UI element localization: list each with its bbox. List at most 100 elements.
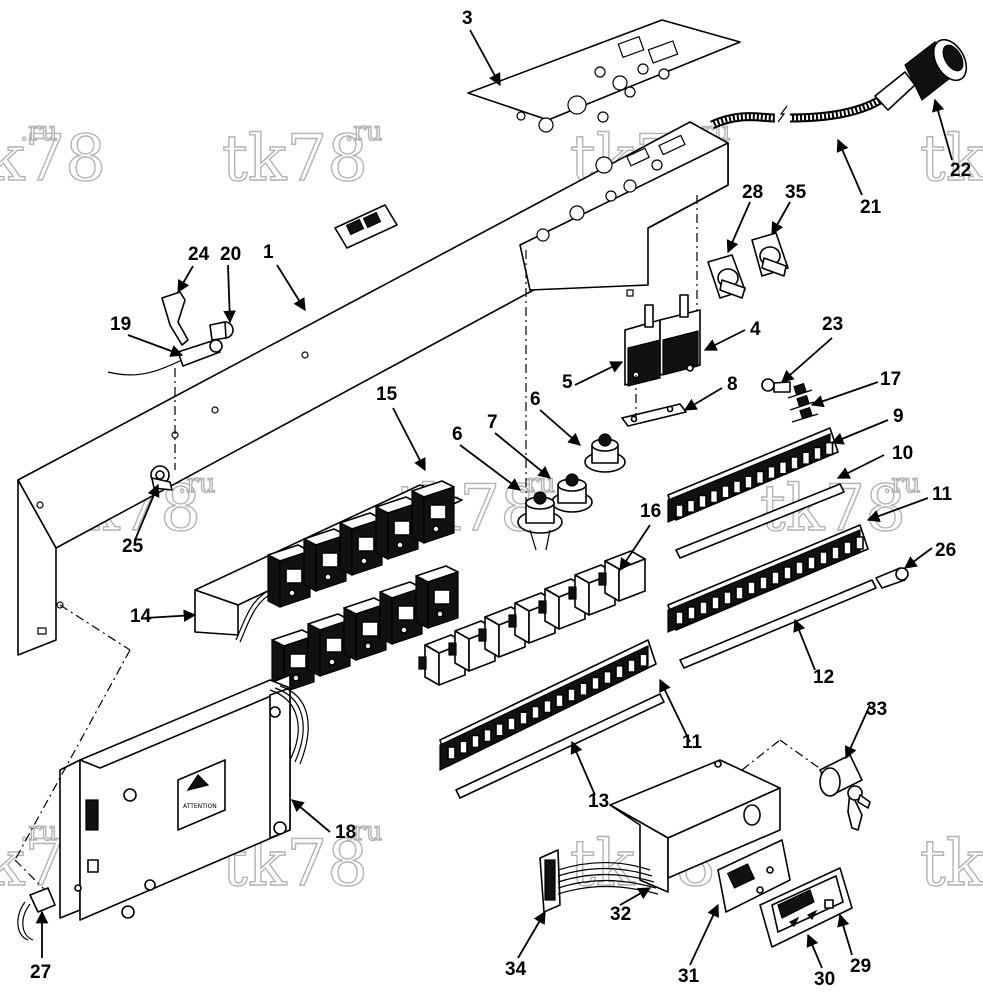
watermark-main: tk78 [920, 827, 983, 901]
part-24-bracket [161, 291, 189, 346]
terminal-screw [459, 740, 468, 755]
terminal-screw [615, 664, 624, 679]
callout-6-left: 6 [452, 424, 463, 445]
leader-arrow [539, 409, 581, 446]
terminal-screw [778, 460, 788, 475]
part-6-7-fuse-bases [517, 433, 626, 551]
callout-30: 30 [814, 969, 835, 990]
terminal-screw [507, 717, 516, 731]
leader-arrow [932, 98, 953, 161]
terminal-screw [579, 682, 588, 697]
leader-arrow [844, 704, 871, 760]
terminal-screw [471, 734, 480, 749]
callout-35: 35 [785, 182, 807, 203]
terminal-screw [807, 556, 816, 570]
part-31-display-pcb [717, 839, 791, 913]
callout-22: 22 [950, 160, 971, 181]
leader-arrow [144, 609, 197, 622]
watermark-suffix: .ru [883, 469, 920, 499]
relay [303, 528, 347, 592]
warning-label-title: ATTENTION [183, 803, 217, 810]
leader-arrow [459, 444, 522, 491]
terminal-screw [675, 504, 684, 518]
leader-arrow [793, 618, 816, 671]
part-3-cover-plate [467, 19, 741, 133]
terminal-screw [591, 676, 600, 691]
relay [339, 512, 383, 576]
callout-10: 10 [892, 443, 913, 464]
leader-arrow [291, 799, 331, 833]
terminal-screw [721, 484, 730, 499]
terminal-screw [801, 451, 811, 466]
callout-13: 13 [588, 791, 609, 812]
leader-arrow [866, 497, 929, 523]
callout-4: 4 [750, 319, 761, 340]
watermark-suffix: .ru [345, 117, 382, 147]
callout-1: 1 [263, 242, 274, 263]
relay [375, 496, 419, 560]
leader-arrow [703, 329, 746, 351]
watermark-main: tk78 [760, 472, 906, 546]
relay [267, 544, 311, 608]
terminal-screw [698, 494, 707, 509]
part-decal [334, 204, 398, 249]
callout-20: 20 [220, 244, 241, 265]
callout-24: 24 [188, 244, 210, 265]
terminal-screw [819, 551, 828, 565]
part-35-switch [751, 232, 789, 277]
callout-3: 3 [462, 8, 473, 29]
terminal-screw [783, 566, 792, 580]
callout-5: 5 [562, 372, 573, 393]
watermark-suffix: .ru [20, 117, 57, 147]
part-27-connector [17, 887, 56, 941]
watermark-main: tk78 [0, 122, 106, 196]
leader-arrow [837, 913, 853, 956]
terminal-screw [495, 722, 504, 737]
relay [411, 480, 455, 544]
terminal-screw [767, 465, 776, 480]
terminal-screw [855, 536, 864, 550]
terminal-screw [519, 711, 528, 726]
leader-arrow [810, 381, 879, 408]
leader-arrow [836, 454, 885, 479]
leader-arrow [134, 483, 160, 541]
leader-arrow [683, 387, 723, 411]
watermark-main: tk78 [222, 827, 368, 901]
part-17-resistors [787, 382, 819, 423]
callout-11-left: 11 [682, 732, 703, 753]
part-23-fuse-holder [761, 378, 791, 393]
assembly-lines [14, 195, 823, 891]
part-16-relays [418, 550, 646, 686]
callout-28: 28 [742, 182, 763, 203]
leader-arrow [903, 547, 933, 569]
part-1-main-panel [17, 121, 729, 656]
terminal-screw [686, 499, 696, 514]
watermark-suffix: .ru [20, 817, 57, 847]
terminal-screw [675, 611, 684, 625]
callout-12: 12 [813, 667, 834, 688]
part-21-cable-harness [710, 96, 883, 130]
callout-33: 33 [866, 699, 887, 720]
part-33-key-switch [819, 754, 871, 831]
leader-arrow [806, 933, 823, 969]
terminal-screw [639, 653, 648, 668]
terminal-screw [755, 470, 765, 485]
part-29-30-display-bezel [759, 867, 853, 948]
watermark-main: tk78 [920, 122, 983, 196]
callout-27: 27 [30, 962, 51, 983]
terminal-screw [447, 746, 456, 760]
terminal-screw [543, 699, 552, 714]
terminal-screw [843, 541, 852, 555]
callout-8: 8 [727, 374, 738, 395]
terminal-screw [567, 688, 576, 702]
callout-23: 23 [822, 314, 843, 335]
callout-16: 16 [640, 501, 661, 522]
terminal-screw [771, 571, 780, 585]
terminal-screw [790, 456, 799, 470]
part-19-sensor-probe [107, 339, 223, 376]
terminal-screw [831, 546, 840, 560]
part-4-5-circuit-breakers [624, 294, 701, 387]
terminal-screw [709, 489, 719, 504]
terminal-screw [747, 581, 756, 595]
leader-arrows [35, 29, 953, 969]
